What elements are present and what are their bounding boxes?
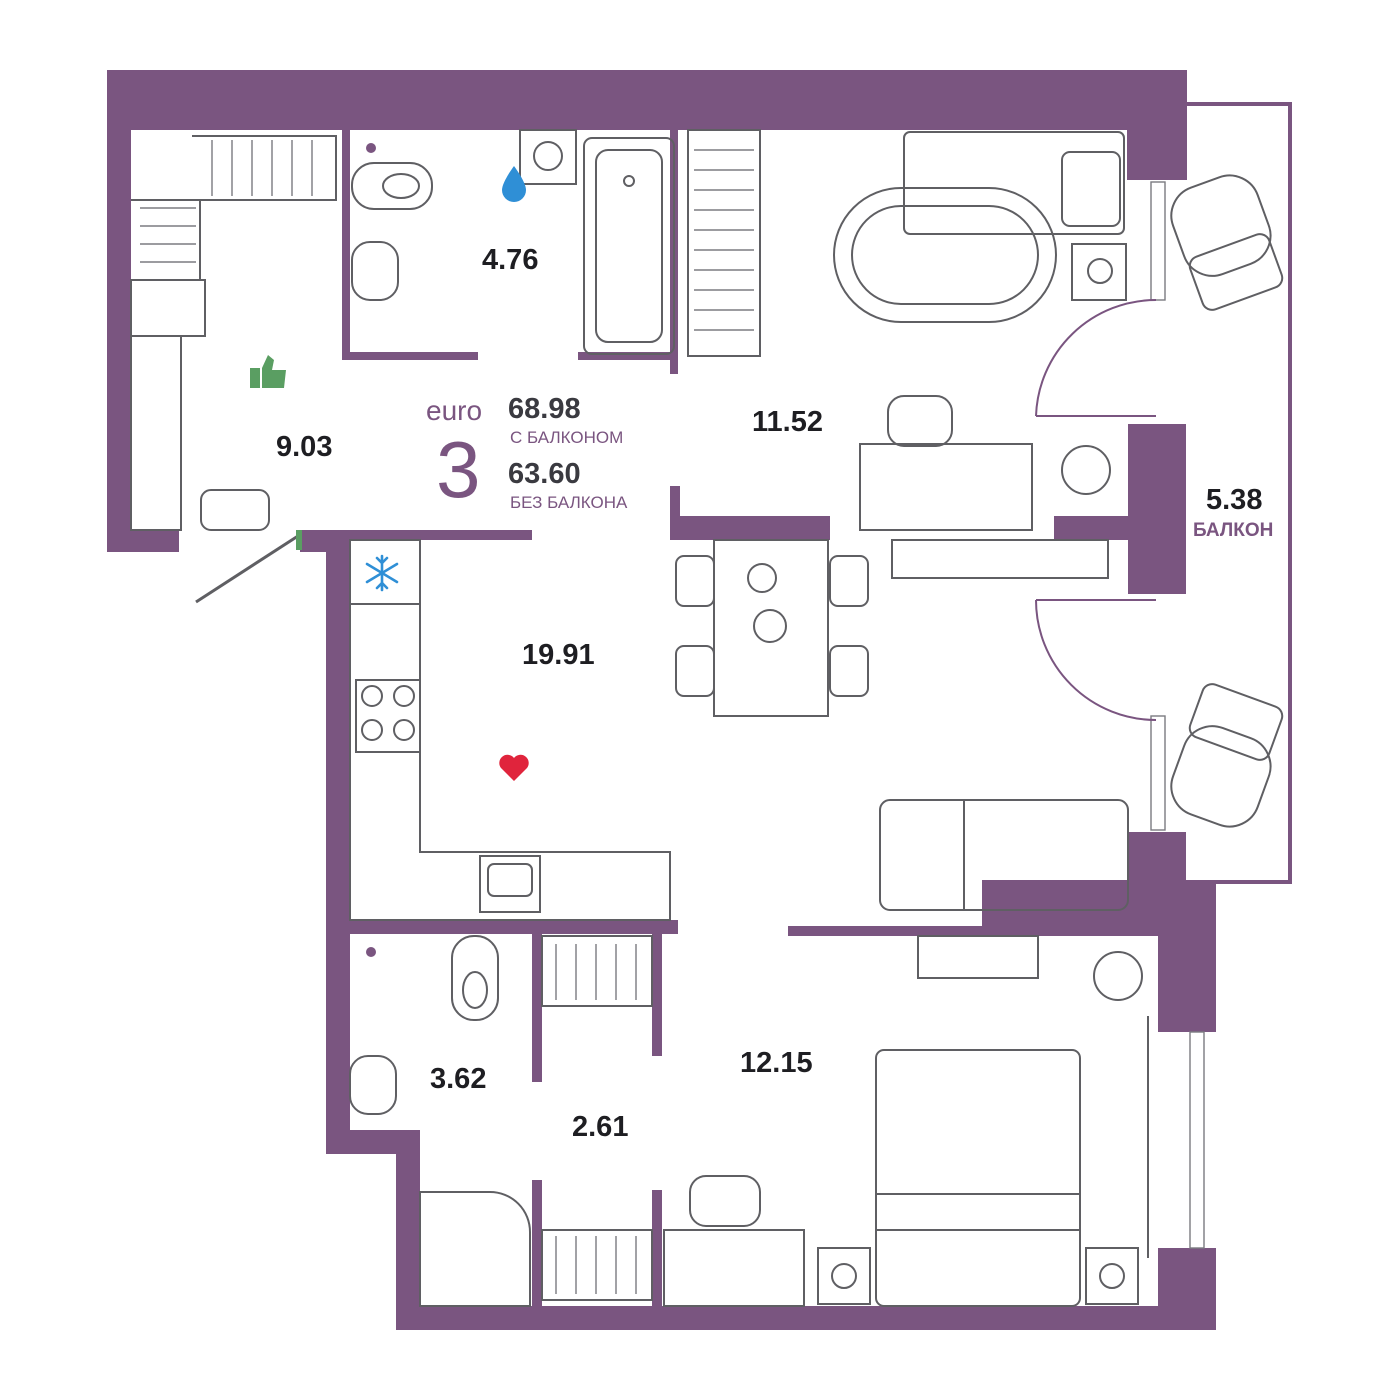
room-area-bathroom-small: 3.62 xyxy=(430,1063,486,1095)
balcony-doors xyxy=(1035,299,1157,721)
walls xyxy=(107,70,1292,1330)
balcony-chairs xyxy=(1170,174,1284,828)
kitchen-living-furniture xyxy=(349,539,1129,921)
balcony-label: БАЛКОН xyxy=(1193,520,1273,541)
room-labels: 9.03 4.76 11.52 19.91 3.62 2.61 12.15 5.… xyxy=(276,244,1273,1143)
room-area-bedroom-bottom: 12.15 xyxy=(740,1047,813,1079)
without-balcony-label: БЕЗ БАЛКОНА xyxy=(510,493,628,512)
bedroom-bottom-furniture xyxy=(663,935,1149,1307)
thumbs-up-icon xyxy=(250,355,286,388)
room-area-kitchen-living: 19.91 xyxy=(522,639,595,671)
room-area-hall: 9.03 xyxy=(276,431,332,463)
hall-wardrobe xyxy=(130,135,337,531)
water-drop-icon xyxy=(502,166,526,202)
balcony-area: 5.38 xyxy=(1206,484,1262,516)
windows xyxy=(195,181,1205,1249)
heart-icon xyxy=(499,754,529,781)
bathroom-small-fixtures xyxy=(349,935,653,1307)
rooms-count: 3 xyxy=(436,425,481,514)
area-without-balcony: 63.60 xyxy=(508,458,581,490)
brand-label: euro xyxy=(426,395,482,426)
room-area-wardrobe: 2.61 xyxy=(572,1111,628,1143)
bathroom-fixtures xyxy=(351,129,761,357)
room-area-bedroom-top: 11.52 xyxy=(752,406,823,438)
bedroom-top-furniture xyxy=(833,131,1127,531)
area-with-balcony: 68.98 xyxy=(508,393,581,425)
apartment-summary: euro 3 68.98 С БАЛКОНОМ 63.60 БЕЗ БАЛКОН… xyxy=(426,393,628,514)
with-balcony-label: С БАЛКОНОМ xyxy=(510,428,623,447)
room-area-bathroom: 4.76 xyxy=(482,244,538,276)
snowflake-icon xyxy=(365,554,399,592)
